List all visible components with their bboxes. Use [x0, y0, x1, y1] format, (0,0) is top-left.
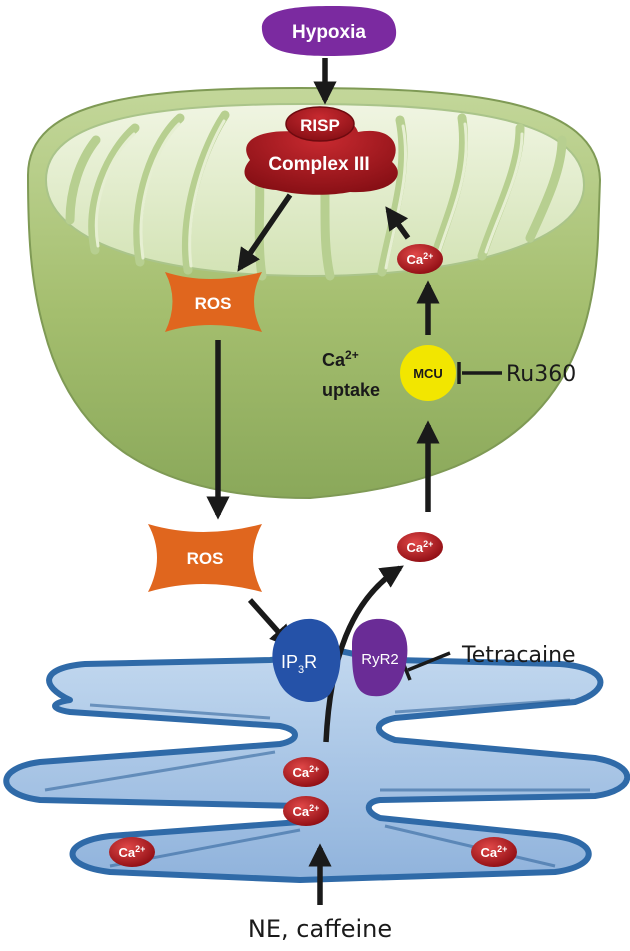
cristae-highlights — [94, 119, 524, 270]
ca-uptake-label: Ca2+ uptake — [322, 348, 380, 400]
ca-uptake-ca: Ca — [322, 350, 346, 370]
ca-ion-label: Ca2+ — [119, 844, 146, 860]
mcu-node: MCU — [400, 345, 456, 401]
arrow-er-release-to-cytosol — [323, 565, 404, 743]
risp-cap — [285, 106, 355, 142]
risp-label: RISP — [300, 116, 340, 135]
ros-cyto-label: ROS — [187, 549, 224, 568]
ip3r-label: IP3R — [281, 652, 317, 676]
arrow-complex3-to-ros — [237, 193, 293, 272]
ca-ion-cytosol: Ca2+ — [397, 532, 443, 562]
ca-ion-label: Ca2+ — [481, 844, 508, 860]
ca-ion-label: Ca2+ — [293, 803, 320, 819]
arrows — [206, 58, 440, 905]
ca-ion-er-lower: Ca2+ — [283, 796, 329, 826]
ca-uptake-word: uptake — [322, 380, 380, 400]
ru360-label: Ru360 — [506, 362, 576, 387]
ros-mito-node: ROS — [165, 272, 262, 332]
hypoxia-node: Hypoxia — [261, 6, 397, 56]
ryr2-label: RyR2 — [361, 651, 399, 668]
ros-cyto-node: ROS — [148, 524, 262, 592]
arrow-ca-to-complex3 — [385, 206, 411, 240]
er-inner-folds — [44, 698, 590, 868]
ca-ion-er-right: Ca2+ — [471, 837, 517, 867]
mitochondrion — [26, 86, 602, 500]
ca-uptake-charge: 2+ — [345, 348, 359, 362]
calcium-ions: Ca2+Ca2+Ca2+Ca2+Ca2+Ca2+ — [109, 244, 517, 867]
ca-ion-mito-matrix: Ca2+ — [397, 244, 443, 274]
tetracaine-inhibitor-line — [407, 651, 451, 672]
mcu-label: MCU — [413, 366, 443, 381]
complex3-label: Complex III — [268, 154, 369, 175]
ryr2-node: RyR2 — [352, 618, 408, 697]
ip3r-node: IP3R — [272, 618, 341, 703]
ros-mito-label: ROS — [195, 294, 232, 313]
ca-ion-label: Ca2+ — [407, 251, 434, 267]
ne-caffeine-label: NE, caffeine — [248, 915, 392, 943]
ca-ion-label: Ca2+ — [293, 764, 320, 780]
ca-ion-er-upper: Ca2+ — [283, 757, 329, 787]
tetracaine-label: Tetracaine — [461, 643, 576, 668]
ca-ion-label: Ca2+ — [407, 539, 434, 555]
complex3-node: RISP Complex III — [244, 106, 398, 195]
hypoxia-label: Hypoxia — [292, 22, 366, 43]
ca-ion-er-left: Ca2+ — [109, 837, 155, 867]
svg-text:Ca2+: Ca2+ — [322, 348, 359, 370]
